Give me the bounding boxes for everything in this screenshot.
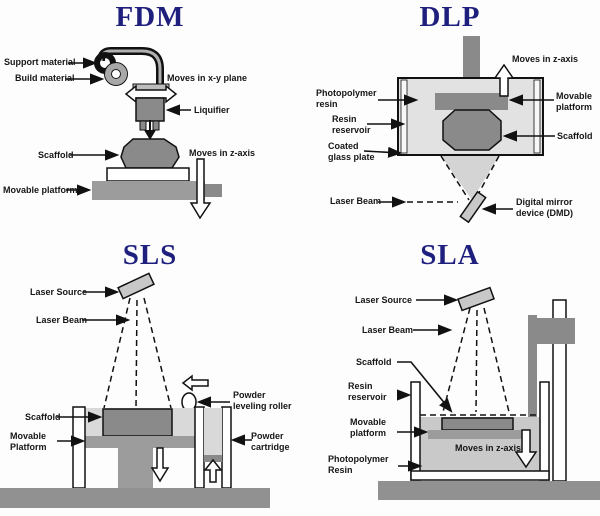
dlp-label-coated-glass-plate: Coated glass plate bbox=[328, 141, 375, 162]
dlp-label-movable-platform: Movable platform bbox=[556, 91, 593, 112]
fdm-label-liquifier: Liquifier bbox=[194, 105, 230, 115]
cartridge-powder bbox=[204, 408, 222, 455]
build-tray bbox=[106, 167, 190, 182]
movable-platform-bar bbox=[435, 93, 508, 110]
sls-machine-drawing bbox=[0, 272, 270, 508]
nozzle-left bbox=[139, 120, 147, 131]
sla-label-scaffold: Scaffold bbox=[356, 357, 392, 367]
fdm-label-movable-platform: Movable platform bbox=[3, 185, 78, 195]
build-material-coil bbox=[105, 63, 127, 85]
movable-platform-bar bbox=[85, 436, 195, 448]
sla-label-moves-z: Moves in z-axis bbox=[455, 443, 522, 453]
nozzle-right bbox=[152, 120, 160, 131]
sla-label-photopolymer-resin: Photopolymer Resin bbox=[328, 454, 389, 475]
tank-right-wall bbox=[533, 79, 541, 154]
cone-edge-left bbox=[440, 155, 470, 201]
z-motion-arrow-icon bbox=[493, 63, 515, 97]
laser-beam-dashed-right bbox=[143, 297, 172, 409]
dlp-label-dmd: Digital mirror device (DMD) bbox=[516, 197, 574, 218]
fdm-scaffold-part bbox=[120, 138, 180, 169]
laser-beam-dashed-right bbox=[483, 307, 510, 413]
dlp-scaffold-part bbox=[442, 109, 502, 151]
cartridge-piston bbox=[204, 455, 222, 462]
sls-label-movable-platform: Movable Platform bbox=[10, 431, 47, 452]
dlp-machine-drawing bbox=[363, 36, 555, 224]
fdm-title: FDM bbox=[115, 1, 185, 33]
z-motion-arrow-icon bbox=[189, 158, 212, 220]
movable-platform-bar bbox=[428, 430, 523, 439]
laser-beam-dashed-center bbox=[135, 299, 138, 409]
ground-bar bbox=[0, 488, 270, 508]
sls-panel: SLS Laser Source Laser Beam Scaffold Mov… bbox=[0, 240, 300, 516]
sla-label-laser-beam: Laser Beam bbox=[362, 325, 414, 335]
platform-piston bbox=[118, 448, 153, 488]
dlp-title: DLP bbox=[419, 1, 481, 33]
liquifier-block bbox=[135, 97, 165, 122]
laser-beam-dashed-left bbox=[103, 297, 131, 409]
sla-title: SLA bbox=[420, 239, 480, 271]
build-material-coil-outline bbox=[104, 62, 128, 86]
laser-source-device bbox=[457, 286, 495, 312]
extrude-arrow-icon bbox=[144, 130, 156, 140]
z-axis-shaft bbox=[528, 315, 537, 432]
sla-label-resin-reservoir: Resin reservoir bbox=[348, 381, 387, 402]
tank-bottom bbox=[410, 470, 550, 481]
fdm-panel: FDM Support material Build material Move… bbox=[0, 0, 300, 240]
platform-extension bbox=[205, 184, 222, 197]
dlp-label-photopolymer-resin: Photopolymer resin bbox=[316, 88, 377, 109]
sls-label-laser-source: Laser Source bbox=[30, 287, 88, 297]
sls-label-powder-leveling-roller: Powder leveling roller bbox=[233, 390, 292, 411]
dlp-label-scaffold: Scaffold bbox=[557, 131, 593, 141]
sls-scaffold-part bbox=[102, 408, 173, 437]
sla-scaffold-part bbox=[441, 417, 514, 431]
platform-down-arrow-icon bbox=[150, 447, 170, 483]
cartridge-right-wall bbox=[221, 406, 232, 489]
laser-source-device bbox=[117, 272, 155, 300]
scaffold-leader-arrow bbox=[397, 361, 453, 413]
sls-label-laser-beam: Laser Beam bbox=[36, 315, 88, 325]
fdm-label-moves-xy: Moves in x-y plane bbox=[167, 73, 248, 83]
projection-cone bbox=[441, 156, 499, 200]
left-wall bbox=[72, 406, 86, 489]
roller-motion-arrow-icon bbox=[181, 374, 209, 392]
cartridge-left-wall bbox=[194, 406, 205, 489]
tank-left-wall bbox=[400, 79, 408, 154]
digital-mirror-device bbox=[459, 190, 487, 224]
sla-panel: SLA Laser Source Laser Beam Scaffold Res… bbox=[300, 240, 600, 516]
sls-label-scaffold: Scaffold bbox=[25, 412, 61, 422]
fdm-label-scaffold: Scaffold bbox=[38, 150, 74, 160]
sla-machine-drawing bbox=[378, 286, 600, 500]
dlp-label-moves-z: Moves in z-axis bbox=[512, 54, 579, 64]
dlp-panel: DLP Moves in z-axis Photopolymer resin R… bbox=[300, 0, 600, 240]
tank-right-wall bbox=[539, 381, 550, 481]
sla-label-laser-source: Laser Source bbox=[355, 295, 413, 305]
laser-beam-dashed-left bbox=[442, 307, 471, 413]
movable-platform-bar bbox=[92, 181, 205, 200]
dlp-label-laser-beam: Laser Beam bbox=[330, 196, 382, 206]
coated-glass-plate-leader-arrow bbox=[363, 146, 403, 158]
ground-bar bbox=[378, 481, 600, 500]
cartridge-up-arrow-icon bbox=[203, 458, 223, 483]
fdm-label-moves-z: Moves in z-axis bbox=[189, 148, 256, 158]
carriage-block bbox=[529, 318, 575, 344]
fdm-label-build-material: Build material bbox=[15, 73, 75, 83]
sla-label-movable-platform: Movable platform bbox=[350, 417, 387, 438]
fdm-label-support-material: Support material bbox=[4, 57, 76, 67]
sls-label-powder-cartridge: Powder cartridge bbox=[251, 431, 290, 452]
laser-beam-dashed-center bbox=[475, 309, 478, 413]
dlp-label-resin-reservoir: Resin reservoir bbox=[332, 114, 371, 135]
fdm-machine-drawing bbox=[66, 47, 222, 220]
z-motion-arrow-icon bbox=[514, 429, 538, 469]
build-material-coil-inner bbox=[111, 69, 121, 79]
sls-title: SLS bbox=[122, 239, 178, 271]
